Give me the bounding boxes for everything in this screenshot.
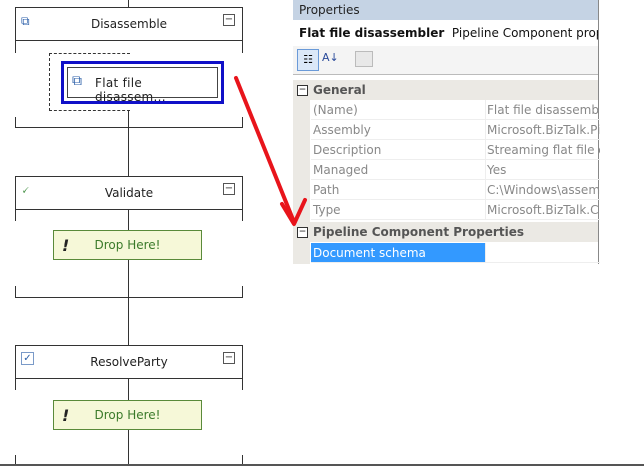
bracket [15,117,16,128]
bracket [15,127,243,128]
collapse-button[interactable]: − [223,183,235,195]
selection-dashes [49,53,130,111]
validate-icon: 🗸 [21,183,30,197]
category-general[interactable]: −General [293,80,598,100]
bracket [15,209,16,221]
stage-validate[interactable]: 🗸 Validate − [15,176,243,210]
component-label: Flat file disassem... [95,76,166,104]
bracket [242,209,243,221]
bracket [15,41,16,53]
bracket [15,286,16,297]
bracket [242,378,243,390]
connector-line [128,110,129,466]
bracket [15,297,243,298]
collapse-icon: − [297,227,308,238]
arrowhead [280,198,307,226]
bracket [242,41,243,53]
collapse-icon: − [297,85,308,96]
drop-zone[interactable]: ! Drop Here! [53,230,202,260]
bracket [242,286,243,297]
collapse-button[interactable]: − [223,14,235,26]
stage-disassemble[interactable]: ⧉ Disassemble − [15,7,243,41]
toolbar: ☷ A↓ [293,46,598,75]
alphabetical-button[interactable]: A↓ [322,51,339,64]
drop-zone[interactable]: ! Drop Here! [53,400,202,430]
collapse-button[interactable]: − [223,352,235,364]
bracket [15,378,16,390]
flat-file-disassembler-icon: ⧉ [72,73,82,89]
drop-label: Drop Here! [94,238,161,252]
stage-title: Validate [104,186,154,200]
disassemble-icon: ⧉ [21,14,30,28]
property-pages-button[interactable] [355,51,373,67]
object-selector[interactable]: Flat file disassembler Pipeline Componen… [293,20,598,46]
properties-panel: Properties Flat file disassembler Pipeli… [293,0,600,264]
property-row[interactable]: (Name)Flat file disassemble [293,100,600,120]
drop-label: Drop Here! [94,408,161,422]
connector-line [128,0,129,8]
component-flat-file-disassembler[interactable]: ⧉ Flat file disassem... [61,61,224,104]
stage-title: ResolveParty [90,355,168,369]
stage-resolveparty[interactable]: ✓ ResolveParty − [15,345,243,379]
resolve-party-icon: ✓ [21,352,34,365]
arrow-shaft [234,76,296,224]
bottom-border [0,464,644,466]
bracket [242,455,243,465]
object-name: Flat file disassembler [299,26,445,40]
exclamation-icon: ! [62,236,70,255]
properties-title: Properties [293,0,598,20]
category-pipeline-component-properties[interactable]: −Pipeline Component Properties [293,222,598,242]
bracket [15,455,16,465]
object-type: Pipeline Component properties [451,26,598,40]
exclamation-icon: ! [62,406,70,425]
bracket [242,117,243,128]
stage-title: Disassemble [90,17,168,31]
categorized-button[interactable]: ☷ [297,49,319,71]
property-row-document-schema[interactable]: Document schema [293,243,600,263]
